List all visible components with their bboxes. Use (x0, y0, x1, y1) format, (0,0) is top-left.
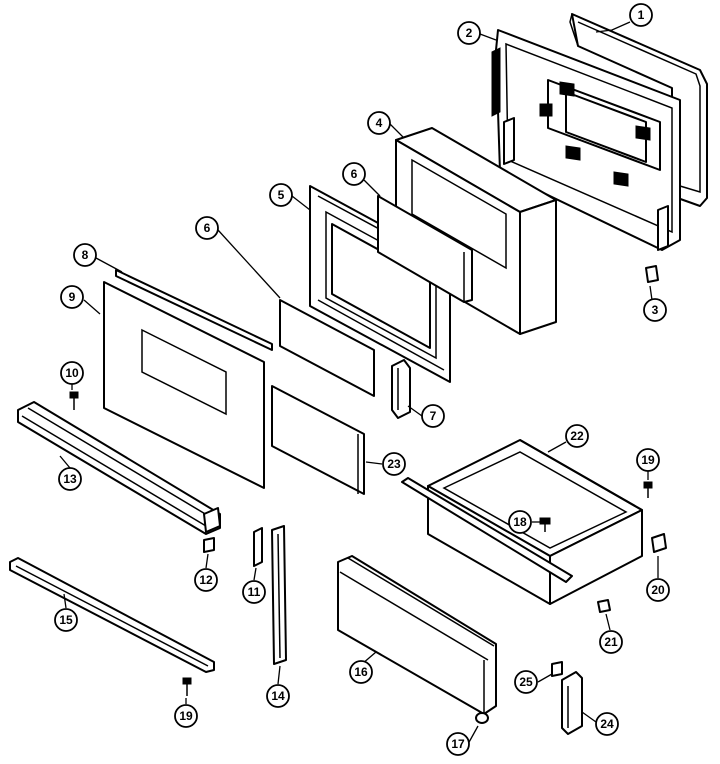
callout-16: 16 (349, 660, 373, 684)
callout-18: 18 (508, 510, 532, 534)
callout-10-label: 10 (65, 366, 79, 380)
callout-11-label: 11 (248, 585, 261, 599)
callout-24-label: 24 (600, 717, 614, 731)
part-door-frame (395, 127, 557, 335)
callout-9-label: 9 (69, 290, 76, 304)
callout-23-label: 23 (387, 457, 401, 471)
part-knob (475, 712, 489, 724)
callout-19-upper: 19 (636, 448, 660, 472)
callout-6-upper-label: 6 (351, 167, 358, 181)
callout-1: 1 (629, 3, 653, 27)
callout-25-label: 25 (519, 675, 533, 689)
callout-8-label: 8 (82, 248, 89, 262)
callout-7-label: 7 (430, 409, 437, 423)
callout-11: 11 (242, 580, 266, 604)
callout-3: 3 (643, 298, 667, 322)
callout-12-label: 12 (199, 573, 213, 587)
callout-17-label: 17 (451, 737, 465, 751)
callout-23: 23 (382, 452, 406, 476)
callout-15: 15 (54, 608, 78, 632)
callout-3-label: 3 (652, 303, 659, 317)
callout-21-label: 21 (604, 635, 618, 649)
callout-2-label: 2 (466, 26, 473, 40)
callout-22-label: 22 (570, 429, 584, 443)
callout-5-label: 5 (278, 188, 285, 202)
callout-20: 20 (646, 578, 670, 602)
part-lower-glass (271, 385, 365, 495)
callout-2: 2 (457, 21, 481, 45)
callout-6-lower: 6 (195, 216, 219, 240)
part-trim-strip (115, 269, 273, 351)
part-clip (645, 265, 659, 283)
part-drawer-front (337, 555, 497, 715)
part-drawer-clip (551, 661, 563, 677)
part-inner-door-panel (491, 29, 681, 251)
callout-17: 17 (446, 732, 470, 756)
part-door-handle (17, 401, 221, 535)
callout-14: 14 (266, 684, 290, 708)
callout-9: 9 (60, 285, 84, 309)
part-bottom-rail (9, 557, 215, 673)
part-screw-19-lower (182, 677, 192, 696)
callout-13-label: 13 (63, 472, 77, 486)
callout-10: 10 (60, 361, 84, 385)
callout-24: 24 (595, 712, 619, 736)
callout-6-upper: 6 (342, 162, 366, 186)
callout-25: 25 (514, 670, 538, 694)
part-drawer-side-panel (561, 671, 583, 735)
callout-6-lower-label: 6 (204, 221, 211, 235)
part-storage-drawer (401, 439, 643, 605)
callout-14-label: 14 (271, 689, 285, 703)
leader-lines (59, 21, 659, 745)
callout-16-label: 16 (354, 665, 368, 679)
callout-19-lower: 19 (174, 704, 198, 728)
part-tall-side-strip (271, 525, 287, 665)
callout-4: 4 (367, 111, 391, 135)
callout-20-label: 20 (651, 583, 665, 597)
part-inner-glass (377, 195, 473, 303)
callout-21: 21 (599, 630, 623, 654)
callout-22: 22 (565, 424, 589, 448)
callout-4-label: 4 (376, 116, 383, 130)
part-outer-door (103, 281, 265, 489)
callout-1-label: 1 (638, 8, 645, 22)
callout-8: 8 (73, 243, 97, 267)
part-side-strip (253, 527, 263, 567)
part-slide-clip (651, 533, 667, 553)
part-roller (597, 599, 611, 613)
callout-5: 5 (269, 183, 293, 207)
part-screw-10 (69, 391, 79, 410)
callout-15-label: 15 (59, 613, 73, 627)
part-handle-clip (203, 537, 215, 553)
callout-18-label: 18 (513, 515, 527, 529)
callout-19-upper-label: 19 (641, 453, 655, 467)
callout-12: 12 (194, 568, 218, 592)
callout-13: 13 (58, 467, 82, 491)
callout-7: 7 (421, 404, 445, 428)
callout-19-lower-label: 19 (179, 709, 193, 723)
part-screw-19-upper (643, 481, 653, 498)
part-middle-glass (279, 299, 375, 397)
part-hinge-bracket (391, 359, 411, 419)
